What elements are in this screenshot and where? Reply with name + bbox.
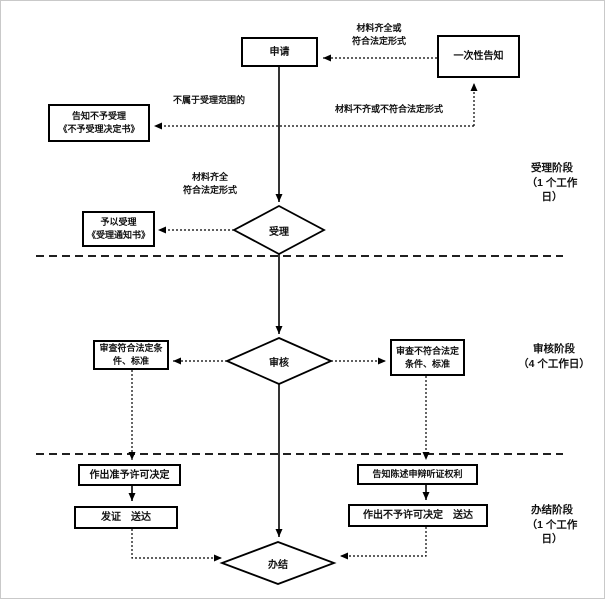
arrow-deny-to-finish bbox=[340, 527, 427, 560]
finish-decision-diamond bbox=[219, 541, 337, 585]
edge-label-complete-or-legal-line1: 材料齐全或 bbox=[356, 23, 402, 33]
review-decision-label: 审核 bbox=[269, 358, 289, 369]
accept-decision-diamond bbox=[232, 204, 326, 256]
node-apply-label: 申请 bbox=[269, 46, 290, 58]
node-grant-decision: 作出准予许可决定 bbox=[78, 464, 181, 486]
node-accept-line2: 《受理通知书》 bbox=[86, 230, 150, 240]
node-reject-notice: 告知不予受理 《不予受理决定书》 bbox=[48, 104, 150, 142]
node-deny-decision: 作出不予许可决定 送达 bbox=[348, 504, 488, 527]
node-apply: 申请 bbox=[241, 37, 318, 67]
review-decision-diamond bbox=[224, 337, 334, 385]
node-issue-deliver-label: 发证 送达 bbox=[101, 512, 151, 523]
node-reject-line2: 《不予受理决定书》 bbox=[58, 124, 140, 134]
edge-label-incomplete: 材料不齐或不符合法定形式 bbox=[334, 104, 443, 114]
node-reject-line1: 告知不予受理 bbox=[71, 111, 126, 121]
node-accept-line1: 予以受理 bbox=[100, 217, 137, 227]
arrow-issue-to-finish bbox=[131, 529, 222, 562]
node-review-pass-line2: 件、标准 bbox=[112, 356, 149, 366]
node-review-fail: 审查不符合法定 条件、标准 bbox=[390, 339, 465, 376]
edge-label-complete-legal-line1: 材料齐全 bbox=[191, 172, 228, 182]
node-issue-deliver: 发证 送达 bbox=[74, 506, 178, 529]
edge-label-complete-legal: 材料齐全 符合法定形式 bbox=[169, 171, 251, 197]
finish-decision-label: 办结 bbox=[268, 560, 288, 571]
node-notify-once: 一次性告知 bbox=[437, 35, 520, 78]
stage-label-completion: 办结阶段 （1 个工作 日） bbox=[526, 504, 578, 545]
edge-label-out-of-scope: 不属于受理范围的 bbox=[172, 95, 245, 105]
edge-label-complete-legal-line2: 符合法定形式 bbox=[182, 185, 237, 195]
node-review-fail-line1: 审查不符合法定 bbox=[395, 345, 459, 356]
node-grant-decision-label: 作出准予许可决定 bbox=[89, 469, 170, 481]
node-review-pass-line1: 审查符合法定条 bbox=[99, 343, 163, 353]
node-hearing-rights: 告知陈述申辩听证权利 bbox=[357, 464, 478, 485]
node-review-fail-line2: 条件、标准 bbox=[404, 358, 450, 369]
accept-decision-label: 受理 bbox=[269, 227, 289, 238]
stage-label-review: 审核阶段 （4 个工作日） bbox=[518, 343, 590, 370]
edge-label-complete-or-legal: 材料齐全或 符合法定形式 bbox=[331, 22, 427, 48]
stage-label-acceptance: 受理阶段 （1 个工作 日） bbox=[526, 162, 578, 203]
node-notify-once-label: 一次性告知 bbox=[453, 51, 504, 62]
node-hearing-rights-label: 告知陈述申辩听证权利 bbox=[372, 469, 463, 479]
node-review-pass: 审查符合法定条 件、标准 bbox=[93, 340, 169, 370]
node-deny-decision-label: 作出不予许可决定 送达 bbox=[363, 510, 473, 521]
edge-label-complete-or-legal-line2: 符合法定形式 bbox=[351, 36, 406, 46]
node-accept-notice: 予以受理 《受理通知书》 bbox=[82, 211, 155, 247]
